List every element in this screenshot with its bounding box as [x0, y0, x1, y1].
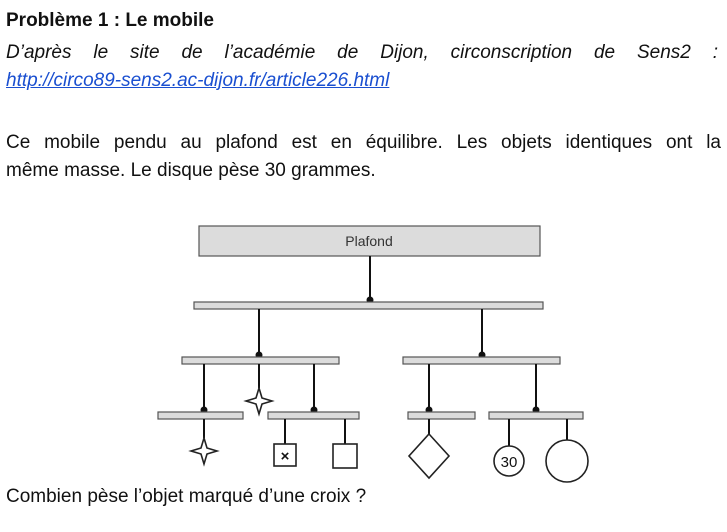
left-right-beam	[267, 411, 360, 420]
disc-object	[493, 445, 525, 477]
question: Combien pèse l’objet marqué d’une croix …	[6, 486, 367, 507]
star-object-low	[188, 435, 220, 467]
problem-title: Problème 1 : Le mobile	[6, 10, 214, 31]
disc-label: 30	[501, 454, 518, 471]
statement-line-2: même masse. Le disque pèse 30 grammes.	[6, 160, 376, 181]
top-beam	[193, 301, 544, 310]
cross-mark: ×	[281, 448, 290, 465]
statement-line-1: Ce mobile pendu au plafond est en équili…	[6, 132, 721, 153]
left-beam	[181, 356, 340, 365]
cross-square-object	[273, 443, 297, 467]
source-link[interactable]: http://circo89-sens2.ac-dijon.fr/article…	[6, 70, 390, 91]
square-object	[332, 443, 358, 469]
right-beam	[402, 356, 561, 365]
circle-object	[545, 439, 589, 483]
right-right-beam	[488, 411, 584, 420]
source-line: D’après le site de l’académie de Dijon, …	[6, 42, 718, 63]
ceiling-label: Plafond	[345, 233, 392, 249]
star-object-high	[243, 385, 275, 417]
diamond-object	[407, 432, 451, 480]
left-left-beam	[157, 411, 244, 420]
right-left-beam	[407, 411, 476, 420]
